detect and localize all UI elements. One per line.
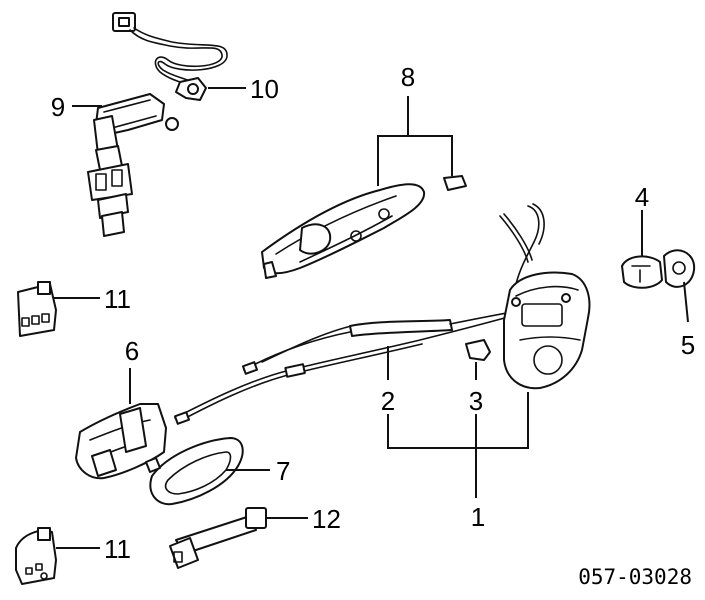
callout-7: 7 <box>276 456 290 486</box>
part-6-handle-housing <box>75 403 167 480</box>
callout-8: 8 <box>401 62 415 92</box>
part-12-door-checker <box>169 507 267 569</box>
callout-4: 4 <box>635 182 649 212</box>
callout-11-lower: 11 <box>104 534 131 564</box>
part-11-bracket-upper <box>17 281 57 337</box>
part-4-clip <box>621 255 663 289</box>
part-2-cable <box>173 311 513 425</box>
callout-11-upper: 11 <box>104 284 131 314</box>
callout-5: 5 <box>681 330 695 360</box>
part-5-clip <box>663 249 696 288</box>
part-1-latch <box>499 203 591 390</box>
leader-lines <box>54 87 689 549</box>
callout-3: 3 <box>469 386 483 416</box>
callout-6: 6 <box>125 336 139 366</box>
part-10-wire-harness <box>112 12 228 101</box>
callout-2: 2 <box>381 386 395 416</box>
callout-labels: 1 2 3 4 5 6 7 8 9 10 11 11 12 <box>51 62 695 564</box>
part-3-clip <box>465 339 491 361</box>
part-9-rod-assembly <box>87 93 179 237</box>
part-8-outer-handle <box>261 175 467 279</box>
callout-10: 10 <box>250 74 279 104</box>
part-11-bracket-lower <box>15 527 57 585</box>
figure-code: 057-03028 <box>578 565 692 589</box>
callout-9: 9 <box>51 92 65 122</box>
callout-12: 12 <box>312 504 341 534</box>
callout-1: 1 <box>471 502 485 532</box>
